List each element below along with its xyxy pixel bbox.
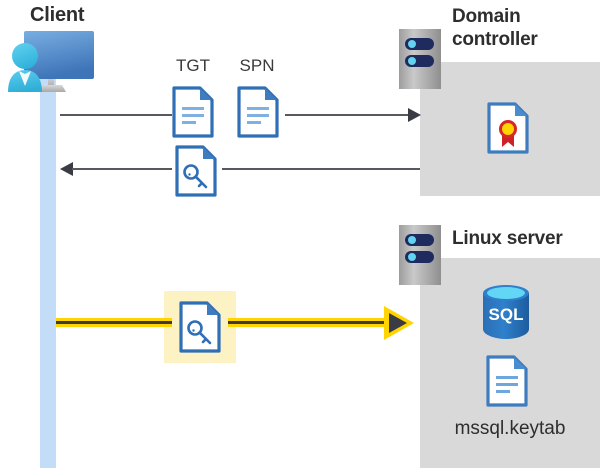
service-ticket-arrow-line-right [228,318,388,327]
document-icon-spn [237,86,279,138]
page-title-client: Client [30,4,85,26]
tgt-label: TGT [176,56,210,75]
response-arrow-line-left [72,168,172,170]
client-lifeline [40,72,56,468]
document-key-icon-tgt-ticket [175,145,217,197]
keytab-file-label: mssql.keytab [454,418,566,439]
request-arrow-line-right [285,114,410,116]
sql-label: SQL [489,305,524,324]
response-arrow-line-right [222,168,420,170]
document-key-icon-service-ticket [179,301,221,353]
service-ticket-arrow-line-left [56,318,172,327]
server-rack-icon-dc [399,29,441,89]
sql-database-icon: SQL [479,283,533,341]
spn-label: SPN [239,56,275,75]
page-title-linux-server: Linux server [452,228,563,249]
page-title-domain-controller: Domain controller [452,5,600,51]
response-arrow-head [60,162,73,176]
document-certificate-icon [487,102,529,154]
server-rack-icon-linux [399,225,441,285]
service-ticket-arrow-head [384,304,416,342]
request-arrow-line-left [60,114,172,116]
document-icon-keytab [486,355,528,407]
client-user-monitor-icon [4,26,98,100]
request-arrow-head [408,108,421,122]
domain-controller-title-line1: Domain [452,6,521,27]
document-icon-tgt [172,86,214,138]
domain-controller-title-line2: controller [452,29,538,50]
